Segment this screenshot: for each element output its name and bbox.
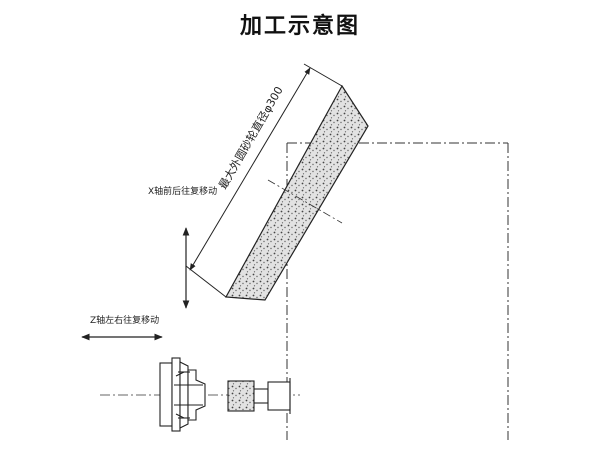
small-wheel <box>227 380 255 412</box>
grinding-wheel <box>225 84 369 301</box>
diagram-title: 加工示意图 <box>239 14 360 39</box>
small-wheel-arbor <box>253 388 269 404</box>
tool-holder <box>267 381 291 411</box>
x-axis-label: X轴前后往复移动 <box>148 185 217 197</box>
diameter-label: 最大外圆砂轮直径φ300 <box>215 84 285 192</box>
chuck-part <box>159 357 206 432</box>
diameter-dimension <box>185 63 343 298</box>
wheel-centerline <box>267 179 343 224</box>
z-axis-label: Z轴左右往复移动 <box>90 314 159 326</box>
